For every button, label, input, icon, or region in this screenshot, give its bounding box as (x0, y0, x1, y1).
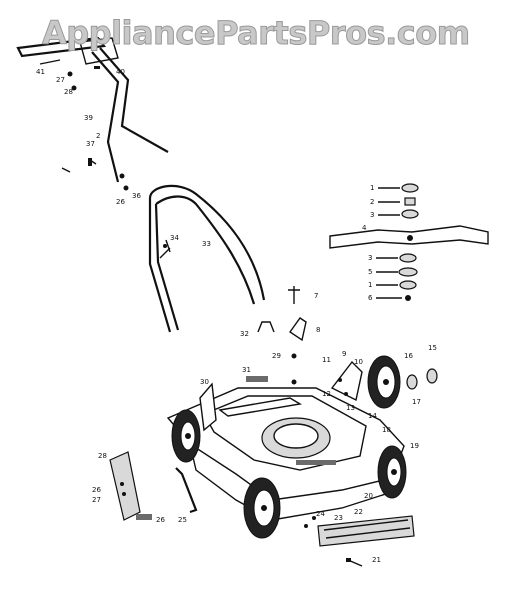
callout: 14 (368, 412, 377, 420)
deck-wheels (171, 409, 407, 539)
callout: 26 (116, 198, 125, 206)
callout: 9 (342, 350, 346, 358)
callout: 28 (98, 452, 107, 460)
callout: 11 (322, 356, 331, 364)
callout: 26 (92, 486, 101, 494)
rear-wheel (330, 355, 438, 409)
callout: 7 (314, 292, 318, 300)
callout-labels: 41 40 27 28 39 37 26 36 34 33 1 2 3 4 3 … (36, 68, 437, 564)
callout: 15 (428, 344, 437, 352)
callout: 8 (316, 326, 320, 334)
callout: 18 (382, 426, 391, 434)
callout: 3 (368, 254, 372, 262)
callout: 34 (170, 234, 179, 242)
callout: 16 (404, 352, 413, 360)
callout: 40 (116, 68, 125, 76)
callout: 25 (178, 516, 187, 524)
callout: 10 (354, 358, 363, 366)
callout: 37 (86, 140, 95, 148)
blade-assembly (329, 183, 489, 301)
callout: 4 (362, 224, 367, 232)
callout: 6 (368, 294, 373, 302)
callout: 2 (370, 198, 374, 206)
upper-handle (16, 36, 169, 191)
callout: 2 (96, 132, 100, 140)
callout: 29 (272, 352, 281, 360)
callout: 28 (64, 88, 73, 96)
callout: 19 (410, 442, 419, 450)
callout: 27 (92, 496, 101, 504)
callout: 5 (368, 268, 372, 276)
callout: 39 (84, 114, 93, 122)
callout: 3 (370, 211, 374, 219)
callout: 13 (346, 404, 355, 412)
lower-handle (148, 184, 266, 333)
callout: 27 (56, 76, 65, 84)
callout: 1 (370, 184, 374, 192)
callout: 12 (322, 390, 331, 398)
callout: 24 (316, 510, 325, 518)
callout: 41 (36, 68, 45, 76)
callout: 22 (354, 508, 363, 516)
callout: 30 (200, 378, 209, 386)
callout: 36 (132, 192, 141, 200)
callout: 32 (240, 330, 249, 338)
side-plate (109, 451, 198, 521)
callout: 17 (412, 398, 421, 406)
hardware-parts (246, 286, 307, 385)
callout: 1 (368, 281, 372, 289)
callout: 31 (242, 366, 251, 374)
callout: 23 (334, 514, 343, 522)
callout: 33 (202, 240, 211, 248)
callout: 26 (156, 516, 165, 524)
callout: 21 (372, 556, 381, 564)
watermark: AppliancePartsPros.com (42, 14, 471, 53)
callout: 20 (364, 492, 373, 500)
rear-flap (304, 515, 415, 567)
